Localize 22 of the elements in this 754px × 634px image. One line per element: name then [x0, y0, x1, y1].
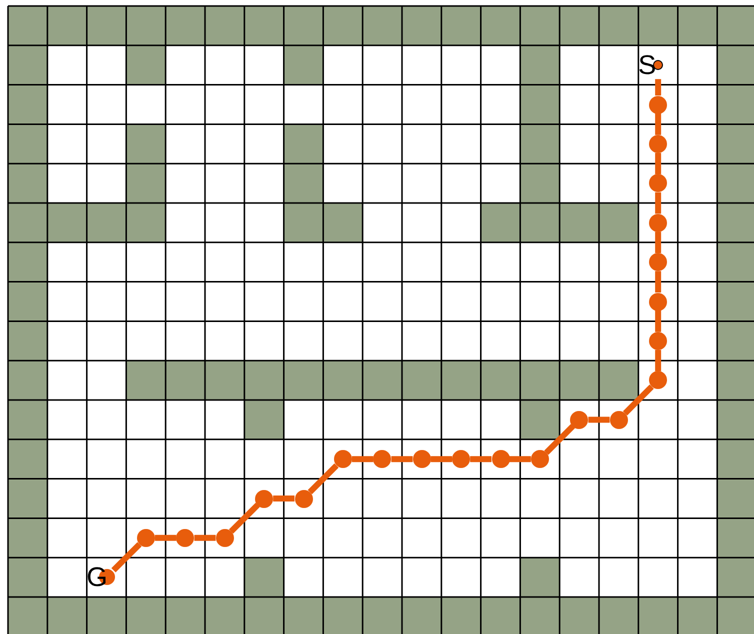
path-segment: [655, 232, 662, 254]
path-segment: [544, 424, 576, 455]
path-segment: [655, 350, 662, 372]
path-segment: [308, 463, 339, 494]
path-segment: [111, 542, 142, 572]
path-segment: [273, 496, 294, 502]
path-segment: [655, 79, 662, 96]
path-segment: [430, 456, 452, 462]
path-segment: [194, 534, 216, 541]
path-segment: [655, 310, 662, 332]
path-segment: [655, 271, 662, 292]
path-segment: [154, 534, 176, 541]
path-segment: [470, 456, 492, 462]
path-segment: [588, 416, 610, 423]
path-segment: [655, 192, 662, 214]
path-segment: [228, 502, 260, 534]
path-segment: [655, 152, 662, 174]
path-segment: [655, 114, 662, 135]
path-segment: [391, 456, 413, 462]
path-segment: [352, 456, 374, 462]
path-segment: [510, 456, 531, 462]
path-segment: [622, 384, 654, 416]
